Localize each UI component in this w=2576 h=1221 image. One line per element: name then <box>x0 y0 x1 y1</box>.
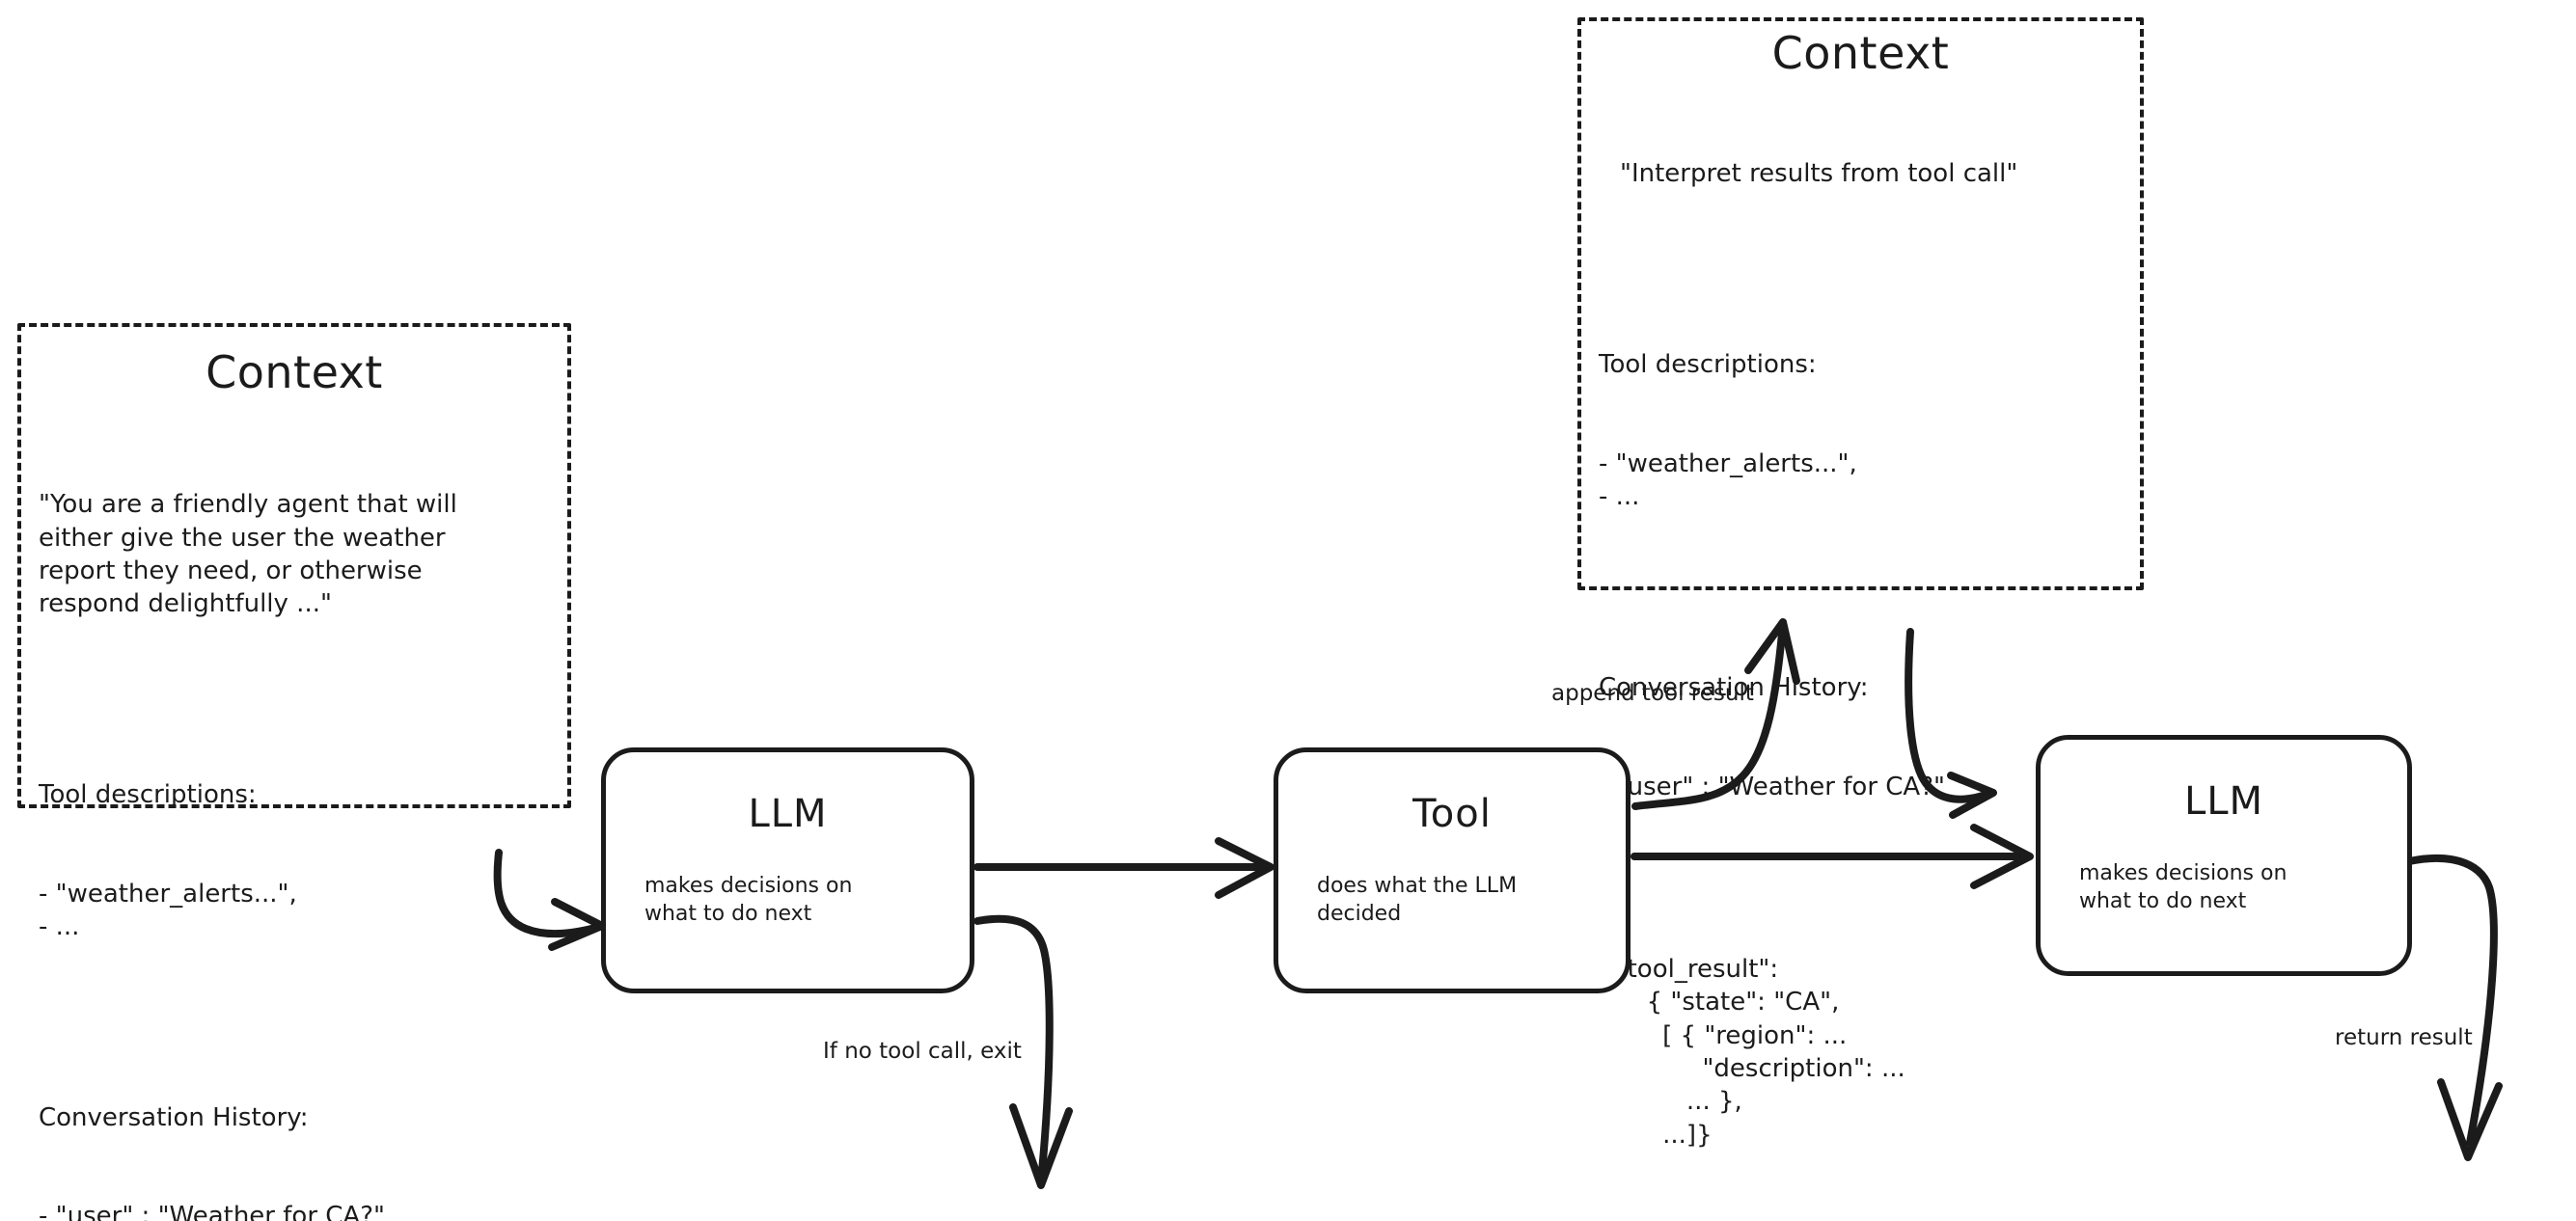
context-right-body: "Interpret results from tool call" Tool … <box>1599 92 2140 1218</box>
context-right-conversation-tool-result: - "tool_result": { "state": "CA", [ { "r… <box>1599 955 1905 1150</box>
node-llm-first-title: LLM <box>748 792 828 836</box>
context-right-conversation-heading: Conversation History: <box>1599 672 1869 702</box>
edge-label-return-result: return result <box>2335 1025 2473 1050</box>
edge-llm2-return <box>2405 854 2503 1161</box>
node-tool[interactable]: Tool does what the LLM decided <box>1274 747 1631 993</box>
node-llm-second[interactable]: LLM makes decisions on what to do next <box>2036 735 2412 976</box>
context-box-after-tool: Context "Interpret results from tool cal… <box>1577 17 2144 1150</box>
context-left-conversation-items: - "user" : "Weather for CA?" <box>39 1202 385 1221</box>
context-right-tool-descriptions-items: - "weather_alerts...", - ... <box>1599 448 1857 512</box>
context-left-tool-descriptions-heading: Tool descriptions: <box>39 779 257 809</box>
edge-label-if-no-tool-call-exit: If no tool call, exit <box>823 1039 1022 1064</box>
context-right-title: Context <box>1771 27 1950 79</box>
node-llm-second-subtitle: makes decisions on what to do next <box>2079 861 2288 914</box>
context-left-title: Context <box>206 346 383 398</box>
context-right-tool-descriptions-heading: Tool descriptions: <box>1599 349 1817 379</box>
node-llm-second-title: LLM <box>2183 779 2264 824</box>
node-llm-first[interactable]: LLM makes decisions on what to do next <box>601 747 974 993</box>
edge-label-append-tool-result: append tool result <box>1551 681 1754 706</box>
context-left-body: "You are a friendly agent that will eith… <box>39 422 567 1221</box>
edge-llm1-to-tool <box>973 837 1274 899</box>
context-box-initial: Context "You are a friendly agent that w… <box>17 323 571 1221</box>
context-left-system-prompt: "You are a friendly agent that will eith… <box>39 490 457 619</box>
context-left-tool-descriptions-items: - "weather_alerts...", - ... <box>39 879 297 941</box>
context-right-system-prompt: "Interpret results from tool call" <box>1620 159 2018 189</box>
node-llm-first-subtitle: makes decisions on what to do next <box>644 874 853 927</box>
context-left-conversation-heading: Conversation History: <box>39 1102 309 1132</box>
node-tool-subtitle: does what the LLM decided <box>1317 874 1518 927</box>
node-tool-title: Tool <box>1412 792 1492 836</box>
